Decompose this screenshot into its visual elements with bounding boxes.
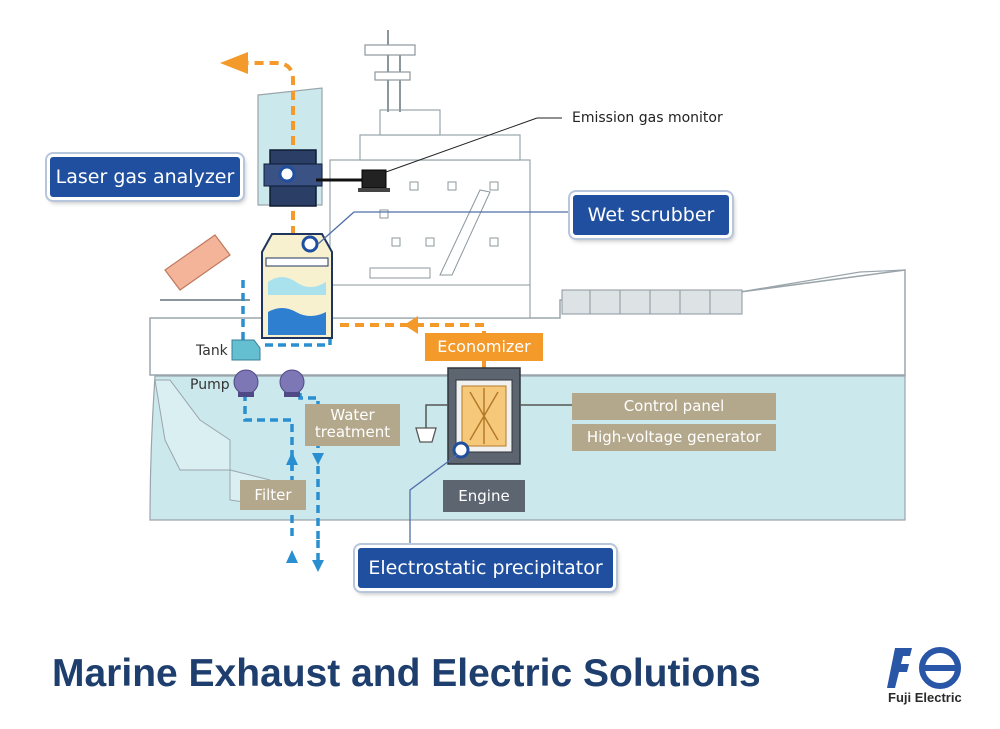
- tank-icon: [231, 339, 261, 361]
- filter-box: Filter: [240, 480, 306, 510]
- economizer-box: Economizer: [425, 333, 543, 361]
- fuji-electric-logo-icon: [887, 647, 961, 689]
- pump-icon: [279, 369, 305, 397]
- monitor-icon: [358, 169, 390, 192]
- engine-box: Engine: [443, 480, 525, 512]
- control-panel-box: Control panel: [572, 393, 776, 420]
- laser-gas-analyzer-callout: Laser gas analyzer: [47, 154, 243, 200]
- water-treatment-box: Water treatment: [305, 404, 400, 446]
- water-arrow-icon: [312, 453, 324, 465]
- brand-name: Fuji Electric: [888, 690, 962, 705]
- water-arrow-icon: [312, 560, 324, 572]
- precipitator-icon: [447, 367, 521, 465]
- esp-sensor-icon: [415, 427, 437, 443]
- esp-leader: [409, 454, 458, 560]
- electrostatic-precipitator-callout: Electrostatic precipitator: [355, 545, 616, 591]
- tank-label: Tank: [196, 343, 228, 359]
- pump-icon: [233, 369, 259, 397]
- cargo-deck: [561, 289, 743, 315]
- esp-sensor-link: [425, 404, 448, 428]
- water-arrow-icon: [286, 550, 298, 563]
- exhaust-arrow-icon: [404, 316, 418, 334]
- water-arrow-icon: [286, 452, 298, 465]
- laser-analyzer-icon: [263, 149, 323, 207]
- water-treatment-line2: treatment: [314, 423, 391, 441]
- water-treatment-line1: Water: [330, 406, 375, 424]
- wet-scrubber-callout: Wet scrubber: [570, 192, 732, 238]
- pump-label: Pump: [190, 377, 230, 393]
- high-voltage-generator-box: High-voltage generator: [572, 424, 776, 451]
- emission-gas-monitor-label: Emission gas monitor: [572, 110, 723, 126]
- scrubber-icon: [261, 233, 333, 339]
- page-title: Marine Exhaust and Electric Solutions: [52, 652, 761, 695]
- exhaust-arrow-icon: [220, 52, 248, 74]
- emission-monitor-leader: [385, 117, 538, 173]
- scrubber-leader: [317, 211, 355, 245]
